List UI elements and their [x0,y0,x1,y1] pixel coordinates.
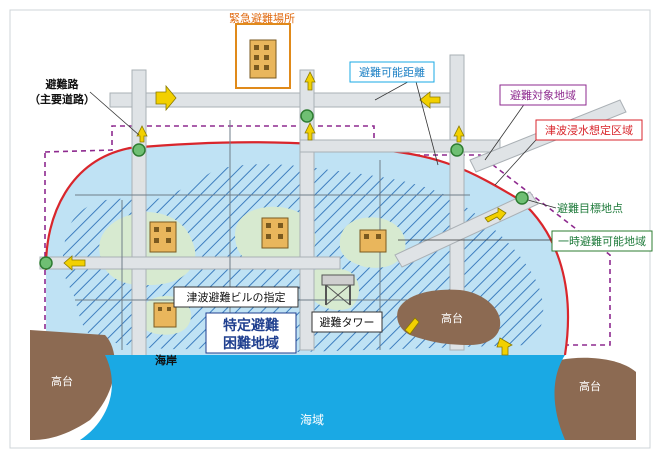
inundation-zone-box [535,119,643,141]
target-area-box [499,84,587,106]
high-ground-inland-label: 高台 [441,311,463,325]
evac-tower-box [311,311,383,333]
coast-label: 海岸 [155,353,177,367]
high-ground-east-label: 高台 [579,379,601,393]
sea-area [80,355,565,440]
sea-label: 海域 [300,412,324,427]
evacuation-target-area-border [44,125,611,346]
target-point-label: 避難目標地点 [557,201,623,215]
difficult-area-box [205,312,297,354]
reachable-distance-label: 避難可能距離 [359,65,425,79]
high-ground-west-label: 高台 [51,374,73,388]
temp-safe-area-label: 一時避難可能地域 [558,234,646,248]
tsunami-building-1 [149,221,177,253]
evac-route-sublabel: （主要道路） [29,92,95,106]
road-middle [299,139,501,153]
tsunami-building-4 [153,302,177,328]
tsunami-building-box [173,286,299,308]
evacuation-arrows [63,71,513,356]
target-points [39,109,529,270]
tsunami-building-label: 津波避難ビルの指定 [187,290,286,304]
road-network [39,54,627,361]
road-vertical-1 [131,69,147,361]
reachable-distance-box [349,61,435,83]
evac-route-label: 避難路 [46,77,80,91]
high-ground-inland [397,289,501,345]
tsunami-building-2 [261,217,289,249]
high-ground-west [30,330,115,440]
evac-tower-label: 避難タワー [320,315,375,329]
high-ground-east [548,357,636,440]
target-area-label: 避難対象地域 [510,88,576,102]
tsunami-building-3 [359,229,387,253]
difficult-area-label-2: 困難地域 [223,335,279,352]
evacuation-tower [321,274,355,306]
emergency-site-label: 緊急避難場所 [229,11,295,25]
emergency-site-building [249,39,277,79]
temp-safe-area-box [551,230,653,252]
inundation-zone-label: 津波浸水想定区域 [545,123,633,137]
difficult-area-label-1: 特定避難 [223,317,279,334]
